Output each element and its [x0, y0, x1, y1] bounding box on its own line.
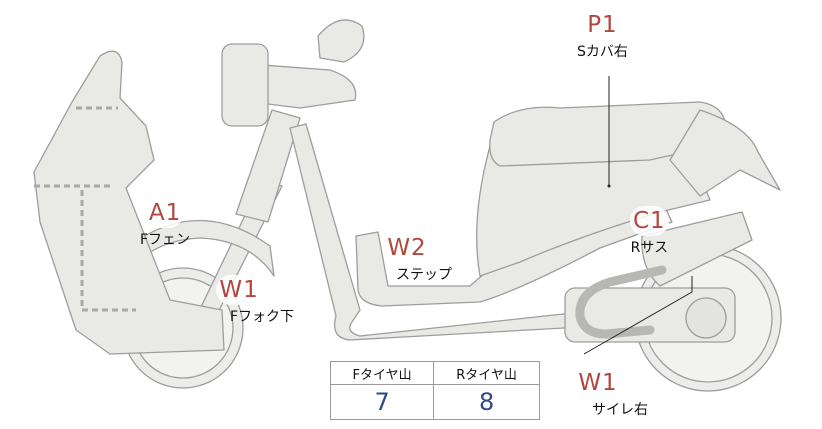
label-code: A1: [145, 198, 185, 228]
steering-column: [235, 109, 301, 223]
mirror: [317, 19, 365, 63]
label-part-name: Sカバ右: [577, 44, 628, 60]
headlight: [221, 43, 269, 127]
tire-tread-table: Fタイヤ山 Rタイヤ山 7 8: [329, 361, 540, 420]
front-fender: [131, 219, 275, 277]
label-step: W2 ステップ: [362, 233, 452, 284]
label-side-cover-right: P1 Sカバ右: [577, 10, 628, 61]
label-part-name: Fフォク下: [230, 309, 295, 325]
label-code: W1: [216, 275, 262, 305]
label-part-name: サイレ右: [592, 402, 648, 418]
rear-tire-tread-header: Rタイヤ山: [433, 361, 540, 385]
tire-tread-header-row: Fタイヤ山 Rタイヤ山: [329, 361, 540, 385]
label-code: W1: [575, 368, 621, 398]
label-code: C1: [630, 206, 669, 236]
label-part-name: ステップ: [396, 267, 452, 283]
label-code: P1: [584, 10, 621, 40]
front-tire-tread-value: 7: [329, 384, 435, 420]
rear-hub: [685, 297, 727, 339]
label-part-name: Rサス: [630, 240, 669, 256]
leg-shield: [33, 50, 225, 355]
exhaust-pipe: [575, 265, 667, 339]
rear-tire-tread-value: 8: [433, 384, 540, 420]
leader-p1-dot: [607, 184, 611, 188]
front-tire-tread-header: Fタイヤ山: [329, 361, 435, 385]
label-muffler-right: W1 サイレ右: [548, 368, 648, 419]
rear-tail: [669, 109, 781, 197]
label-front-fork-lower: W1 Fフォク下: [184, 275, 294, 326]
handlebar: [247, 63, 357, 109]
label-rear-suspension: C1 Rサス: [630, 206, 669, 257]
label-part-name: Fフェン: [140, 232, 191, 248]
seat: [489, 101, 727, 167]
leader-w1-muffler: [583, 276, 693, 355]
tire-tread-value-row: 7 8: [329, 384, 540, 420]
label-code: W2: [384, 233, 430, 263]
label-front-fender: A1 Fフェン: [140, 198, 190, 249]
